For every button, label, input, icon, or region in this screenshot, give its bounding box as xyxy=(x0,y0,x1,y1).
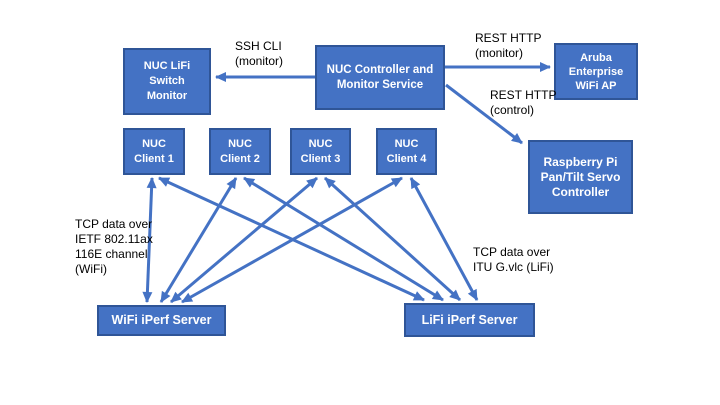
node-nuc-client-4: NUC Client 4 xyxy=(376,128,437,175)
node-aruba-enterprise-wifi-ap: Aruba Enterprise WiFi AP xyxy=(554,43,638,100)
node-nuc-client-3: NUC Client 3 xyxy=(290,128,351,175)
label-ssh-cli-monitor: SSH CLI (monitor) xyxy=(235,39,284,68)
node-wifi-iperf-server: WiFi iPerf Server xyxy=(97,305,226,336)
node-nuc-controller-monitor-service: NUC Controller and Monitor Service xyxy=(315,45,445,110)
edge-controller-to-raspberry-pi xyxy=(445,83,523,145)
label-rest-http-monitor: REST HTTP (monitor) xyxy=(475,31,542,60)
node-lifi-iperf-server: LiFi iPerf Server xyxy=(404,303,535,337)
label-tcp-wifi-channel: TCP data over IETF 802.11ax 116E channel… xyxy=(75,217,153,276)
label-rest-http-control: REST HTTP (control) xyxy=(490,88,557,117)
node-nuc-client-2: NUC Client 2 xyxy=(209,128,271,175)
label-tcp-lifi-channel: TCP data over ITU G.vlc (LiFi) xyxy=(473,245,554,274)
node-nuc-lifi-switch-monitor: NUC LiFi Switch Monitor xyxy=(123,48,211,115)
node-nuc-client-1: NUC Client 1 xyxy=(123,128,185,175)
edge-client4-lifi-server xyxy=(409,177,479,301)
edge-client1-wifi-server xyxy=(142,177,157,303)
node-raspberry-pi-pan-tilt-servo-controller: Raspberry Pi Pan/Tilt Servo Controller xyxy=(528,140,633,214)
